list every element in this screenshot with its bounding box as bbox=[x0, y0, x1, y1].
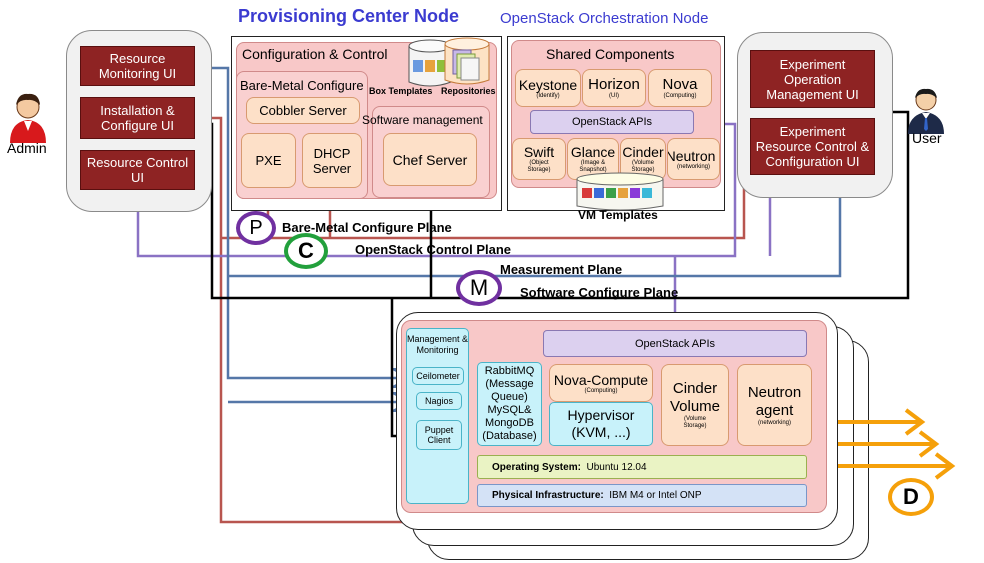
os-value: Ubuntu 12.04 bbox=[586, 461, 647, 473]
cinder-volume-sub: (Volume Storage) bbox=[683, 416, 707, 429]
neutron-agent-sub: (networking) bbox=[757, 419, 791, 426]
user-label: User bbox=[912, 130, 942, 146]
puppet-client[interactable]: Puppet Client bbox=[416, 420, 462, 450]
software-configure-plane-label: Software Configure Plane bbox=[520, 285, 679, 300]
neutron-label: Neutron bbox=[667, 147, 716, 164]
management-monitoring-title: Management & Monitoring bbox=[406, 334, 469, 355]
resource-control-ui[interactable]: Resource Control UI bbox=[80, 150, 195, 190]
configuration-control-title: Configuration & Control bbox=[242, 46, 388, 62]
neutron-sub: (networking) bbox=[676, 163, 710, 170]
repositories-label: Repositories bbox=[441, 86, 496, 96]
experiment-resource-control-ui[interactable]: Experiment Resource Control & Configurat… bbox=[750, 118, 875, 175]
cinder-volume[interactable]: Cinder Volume (Volume Storage) bbox=[661, 364, 729, 446]
cinder-sub: (Volume Storage) bbox=[631, 160, 655, 173]
swift-sub: (Object Storage) bbox=[527, 160, 551, 173]
data-plane-arrows bbox=[838, 408, 956, 480]
glance-label: Glance bbox=[570, 144, 616, 160]
neutron-agent[interactable]: Neutron agent (networking) bbox=[737, 364, 812, 446]
keystone-label: Keystone bbox=[518, 76, 578, 93]
nova-label: Nova bbox=[662, 76, 698, 93]
neutron-agent-label: Neutron agent bbox=[747, 383, 802, 419]
keystone-component[interactable]: Keystone (Identify) bbox=[515, 69, 581, 107]
horizon-sub: (UI) bbox=[609, 93, 619, 99]
admin-label: Admin bbox=[7, 140, 47, 156]
cobbler-server[interactable]: Cobbler Server bbox=[246, 97, 360, 124]
box-templates-label: Box Templates bbox=[369, 86, 433, 96]
horizon-label: Horizon bbox=[588, 76, 640, 93]
d-marker: D bbox=[888, 478, 934, 516]
m-marker: M bbox=[456, 270, 502, 306]
phys-value: IBM M4 or Intel ONP bbox=[609, 490, 702, 501]
box-templates-cylinder-icon bbox=[405, 38, 455, 90]
experiment-operation-ui[interactable]: Experiment Operation Management UI bbox=[750, 50, 875, 108]
installation-configure-ui[interactable]: Installation & Configure UI bbox=[80, 97, 195, 139]
nova-compute-label: Nova-Compute bbox=[553, 371, 649, 388]
rabbitmq-database[interactable]: RabbitMQ (Message Queue) MySQL& MongoDB … bbox=[477, 362, 542, 446]
management-monitoring-box bbox=[406, 328, 469, 504]
resource-monitoring-ui[interactable]: Resource Monitoring UI bbox=[80, 46, 195, 86]
hypervisor-kvm[interactable]: Hypervisor (KVM, ...) bbox=[549, 402, 653, 446]
admin-person-icon bbox=[6, 90, 50, 144]
orchestration-node-title: OpenStack Orchestration Node bbox=[500, 10, 709, 27]
nova-sub: (Computing) bbox=[663, 93, 697, 99]
openstack-apis-shared[interactable]: OpenStack APIs bbox=[530, 110, 694, 134]
nova-compute-sub: (Computing) bbox=[584, 387, 618, 394]
nagios-agent[interactable]: Nagios bbox=[416, 392, 462, 410]
nova-compute[interactable]: Nova-Compute (Computing) bbox=[549, 364, 653, 402]
pxe-server[interactable]: PXE bbox=[241, 133, 296, 188]
repositories-icon bbox=[441, 36, 493, 88]
vm-templates-label: VM Templates bbox=[578, 208, 658, 222]
glance-sub: (Image & Snapshot) bbox=[579, 160, 607, 173]
measurement-line bbox=[196, 66, 410, 378]
user-person-icon bbox=[904, 85, 948, 135]
vm-templates-cylinder-icon bbox=[574, 172, 666, 214]
measurement-plane-label: Measurement Plane bbox=[500, 262, 623, 277]
os-label: Operating System: bbox=[492, 461, 581, 473]
swift-label: Swift bbox=[523, 144, 555, 160]
cinder-label: Cinder bbox=[622, 144, 664, 160]
p-marker: P bbox=[236, 211, 276, 245]
ceilometer-agent[interactable]: Ceilometer bbox=[412, 367, 464, 385]
openstack-control-plane-label: OpenStack Control Plane bbox=[355, 242, 512, 257]
keystone-sub: (Identify) bbox=[536, 92, 560, 99]
physical-infrastructure-bar: Physical Infrastructure: IBM M4 or Intel… bbox=[477, 484, 807, 507]
c-marker: C bbox=[284, 233, 328, 269]
openstack-apis-compute[interactable]: OpenStack APIs bbox=[543, 330, 807, 357]
nova-component[interactable]: Nova (Computing) bbox=[648, 69, 712, 107]
horizon-component[interactable]: Horizon (UI) bbox=[582, 69, 646, 107]
phys-label: Physical Infrastructure: bbox=[492, 490, 604, 501]
provisioning-center-title: Provisioning Center Node bbox=[238, 6, 460, 26]
bare-metal-configure-title: Bare-Metal Configure bbox=[240, 78, 364, 93]
swift-component[interactable]: Swift (Object Storage) bbox=[512, 138, 566, 180]
chef-server[interactable]: Chef Server bbox=[383, 133, 477, 186]
shared-components-title: Shared Components bbox=[546, 46, 675, 62]
cinder-volume-label: Cinder Volume bbox=[669, 380, 721, 415]
operating-system-bar: Operating System: Ubuntu 12.04 bbox=[477, 455, 807, 479]
bare-metal-plane-label: Bare-Metal Configure Plane bbox=[282, 220, 452, 235]
software-management-title: Software management bbox=[362, 113, 483, 127]
neutron-component[interactable]: Neutron (networking) bbox=[667, 138, 720, 180]
dhcp-server[interactable]: DHCP Server bbox=[302, 133, 362, 188]
